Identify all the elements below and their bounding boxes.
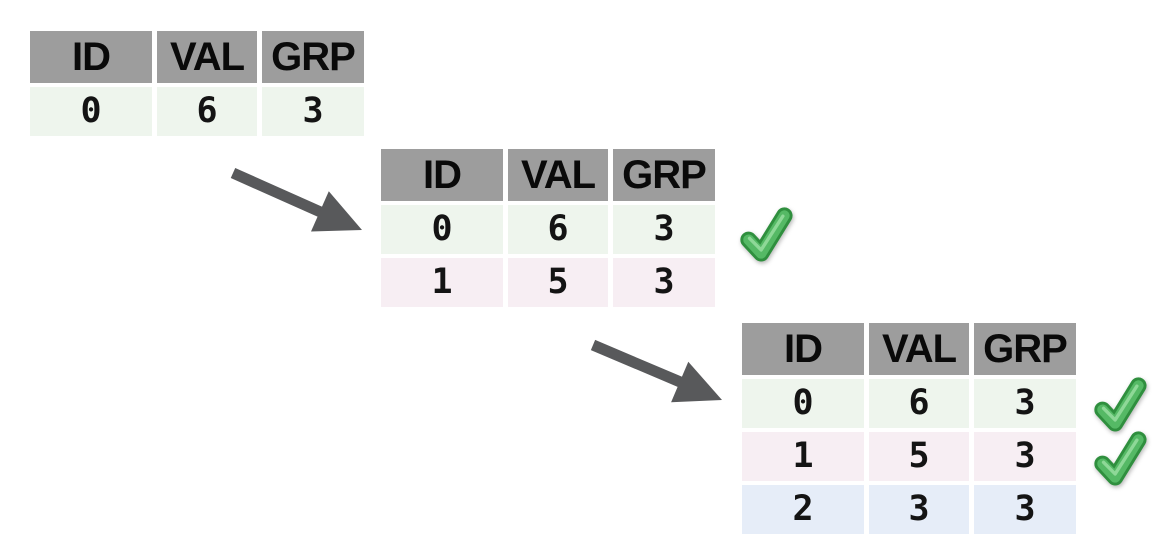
step3-header-val: VAL bbox=[869, 323, 969, 375]
step2-header-id: ID bbox=[381, 149, 503, 201]
step3-header-grp: GRP bbox=[974, 323, 1076, 375]
step1-row0-grp: 3 bbox=[262, 87, 364, 136]
step2-header-val: VAL bbox=[508, 149, 608, 201]
step2-table: ID VAL GRP 0 6 3 1 5 3 bbox=[381, 149, 715, 307]
step2-header-grp: GRP bbox=[613, 149, 715, 201]
step3-table: ID VAL GRP 0 6 3 1 5 3 2 3 3 bbox=[742, 323, 1076, 534]
step3-row0-val: 6 bbox=[869, 379, 969, 428]
step2-row0-val: 6 bbox=[508, 205, 608, 254]
step2-row0-id: 0 bbox=[381, 205, 503, 254]
step3-header-id: ID bbox=[742, 323, 864, 375]
step1-row0-id: 0 bbox=[30, 87, 152, 136]
step3-row1-grp: 3 bbox=[974, 432, 1076, 481]
step1-table: ID VAL GRP 0 6 3 bbox=[30, 31, 364, 136]
step3-row1-id: 1 bbox=[742, 432, 864, 481]
step3-row1-val: 5 bbox=[869, 432, 969, 481]
green-checkmark-icon bbox=[1094, 431, 1147, 486]
step3-row0-id: 0 bbox=[742, 379, 864, 428]
step1-header-id: ID bbox=[30, 31, 152, 83]
step2-row0-grp: 3 bbox=[613, 205, 715, 254]
step1-row0-val: 6 bbox=[157, 87, 257, 136]
green-checkmark-icon bbox=[740, 207, 793, 262]
step1-header-val: VAL bbox=[157, 31, 257, 83]
green-checkmark-icon bbox=[1094, 377, 1147, 432]
step3-row2-id: 2 bbox=[742, 485, 864, 534]
step3-row0-grp: 3 bbox=[974, 379, 1076, 428]
step2-row1-val: 5 bbox=[508, 258, 608, 307]
step3-row2-grp: 3 bbox=[974, 485, 1076, 534]
diagonal-arrow-icon bbox=[590, 339, 722, 403]
step2-row1-grp: 3 bbox=[613, 258, 715, 307]
diagonal-arrow-icon bbox=[230, 167, 362, 232]
step2-row1-id: 1 bbox=[381, 258, 503, 307]
step1-header-grp: GRP bbox=[262, 31, 364, 83]
step3-row2-val: 3 bbox=[869, 485, 969, 534]
